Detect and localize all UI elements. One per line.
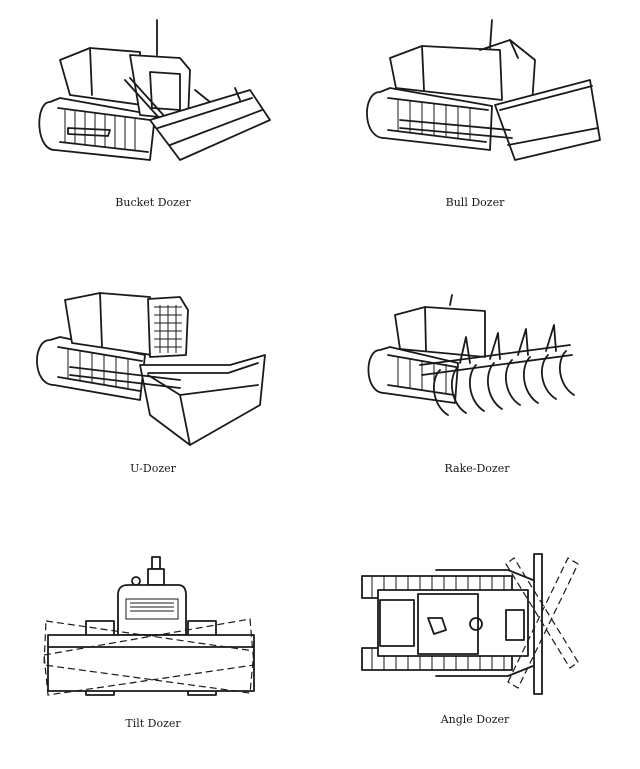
bucket-dozer-caption: Bucket Dozer — [115, 196, 191, 209]
bull-dozer-figure — [360, 10, 610, 180]
tilt-dozer-drawing-icon — [43, 556, 255, 696]
bucket-dozer-figure — [30, 10, 280, 180]
bull-dozer-drawing-icon — [366, 19, 601, 161]
bull-dozer-caption: Bull Dozer — [445, 196, 505, 209]
rake-dozer-caption: Rake-Dozer — [444, 462, 510, 475]
u-dozer-drawing-icon — [36, 292, 266, 446]
u-dozer-caption: U-Dozer — [130, 462, 176, 475]
tilt-dozer-figure — [40, 555, 260, 700]
bucket-dozer-drawing-icon — [38, 19, 271, 161]
angle-dozer-figure — [358, 550, 588, 700]
rake-dozer-figure — [360, 285, 610, 435]
angle-dozer-drawing-icon — [361, 553, 579, 695]
rake-dozer-drawing-icon — [367, 294, 575, 416]
tilt-dozer-caption: Tilt Dozer — [125, 717, 181, 730]
angle-dozer-caption: Angle Dozer — [440, 713, 510, 726]
u-dozer-figure — [30, 285, 280, 455]
